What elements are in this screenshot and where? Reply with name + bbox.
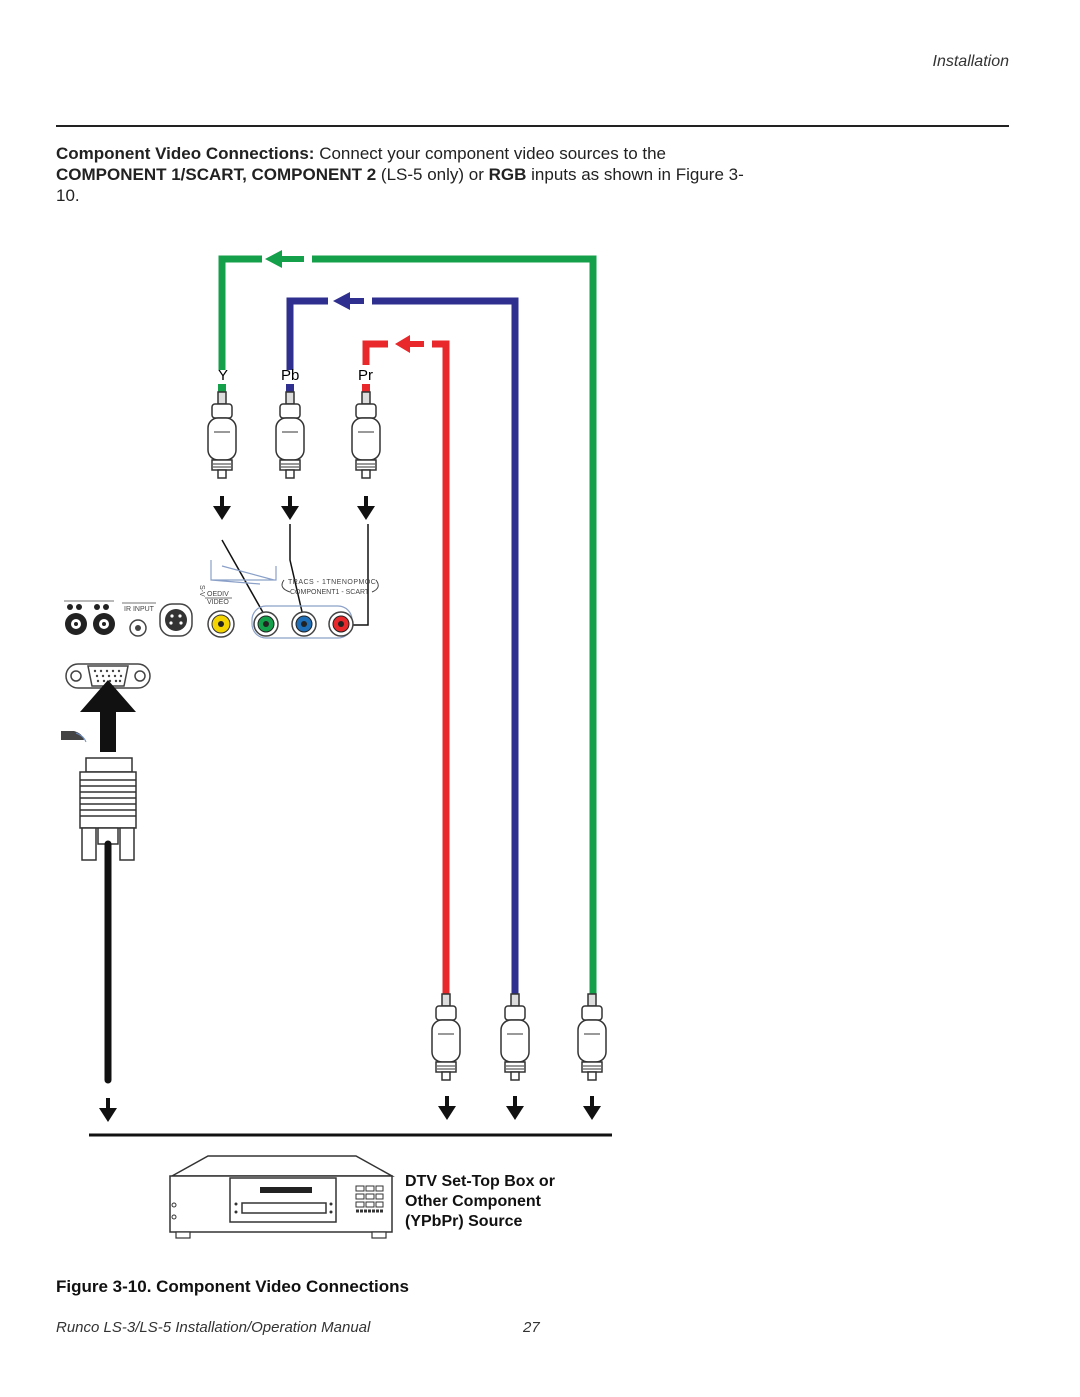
panel-corner: [61, 731, 84, 740]
y-source-plug: [577, 993, 607, 1081]
pr-plug: [351, 384, 381, 479]
set-top-box-icon: [169, 1155, 395, 1239]
pb-flow-arrow: [333, 292, 364, 310]
label-pb: Pb: [281, 367, 299, 384]
intro-paragraph: Component Video Connections: Connect you…: [56, 143, 756, 206]
source-label-line2: Other Component: [405, 1193, 541, 1210]
y-flow-arrow: [265, 250, 304, 268]
leader-line-y: [221, 539, 266, 617]
y-plug: [207, 384, 237, 479]
source-label: DTV Set-Top Box or Other Component (YPbP…: [405, 1172, 595, 1232]
figure-caption: Figure 3-10. Component Video Connections: [56, 1277, 409, 1296]
up-arrow-icon: [80, 680, 136, 752]
rgb-plug: [79, 757, 137, 861]
pr-cable: [362, 340, 450, 995]
intro-lead: Component Video Connections:: [56, 144, 315, 163]
pr-flow-arrow: [395, 335, 424, 353]
rear-panel: S-V TRACS - 1TNENOPMOC COMPONENT1 - SCAR…: [64, 560, 379, 639]
down-arrow-icon: [581, 1094, 603, 1122]
source-label-line1: DTV Set-Top Box or: [405, 1173, 555, 1190]
pr-source-plug: [431, 993, 461, 1081]
page-header-section: Installation: [932, 53, 1010, 70]
down-arrow-icon: [279, 494, 301, 522]
intro-rgb: RGB: [488, 165, 527, 184]
footer-manual-title: Runco LS-3/LS-5 Installation/Operation M…: [56, 1319, 371, 1336]
intro-inputs: COMPONENT 1/SCART, COMPONENT 2: [56, 165, 377, 184]
intro-text-3: inputs as shown in Figure 3-10.: [56, 165, 744, 205]
down-arrow-icon: [436, 1094, 458, 1122]
header-rule: [56, 125, 1009, 127]
rgb-port: [65, 663, 151, 689]
intro-text-2: (LS-5 only) or: [376, 165, 489, 184]
pb-source-plug: [500, 993, 530, 1081]
panel-video-label: VIDEO: [207, 599, 229, 606]
down-arrow-icon: [504, 1094, 526, 1122]
leader-line-pb: [289, 524, 304, 617]
panel-component-label: COMPONENT1 - SCART: [290, 589, 370, 596]
panel-video-mirrored: OEDIV: [207, 591, 229, 598]
down-arrow-icon: [211, 494, 233, 522]
footer-page-number: 27: [523, 1319, 540, 1336]
panel-sv-label: S-V: [198, 585, 205, 597]
down-arrow-icon: [97, 1096, 119, 1124]
panel-component-mirrored: TRACS - 1TNENOPMOC: [288, 579, 376, 586]
label-pr: Pr: [358, 367, 373, 384]
source-label-line3: (YPbPr) Source: [405, 1213, 523, 1230]
y-cable: [218, 255, 597, 995]
intro-text-1: Connect your component video sources to …: [314, 144, 667, 163]
pb-plug: [275, 384, 305, 479]
panel-ir-input-label: IR INPUT: [124, 606, 155, 613]
down-arrow-icon: [355, 494, 377, 522]
pb-cable: [286, 297, 519, 995]
label-y: Y: [218, 367, 228, 384]
